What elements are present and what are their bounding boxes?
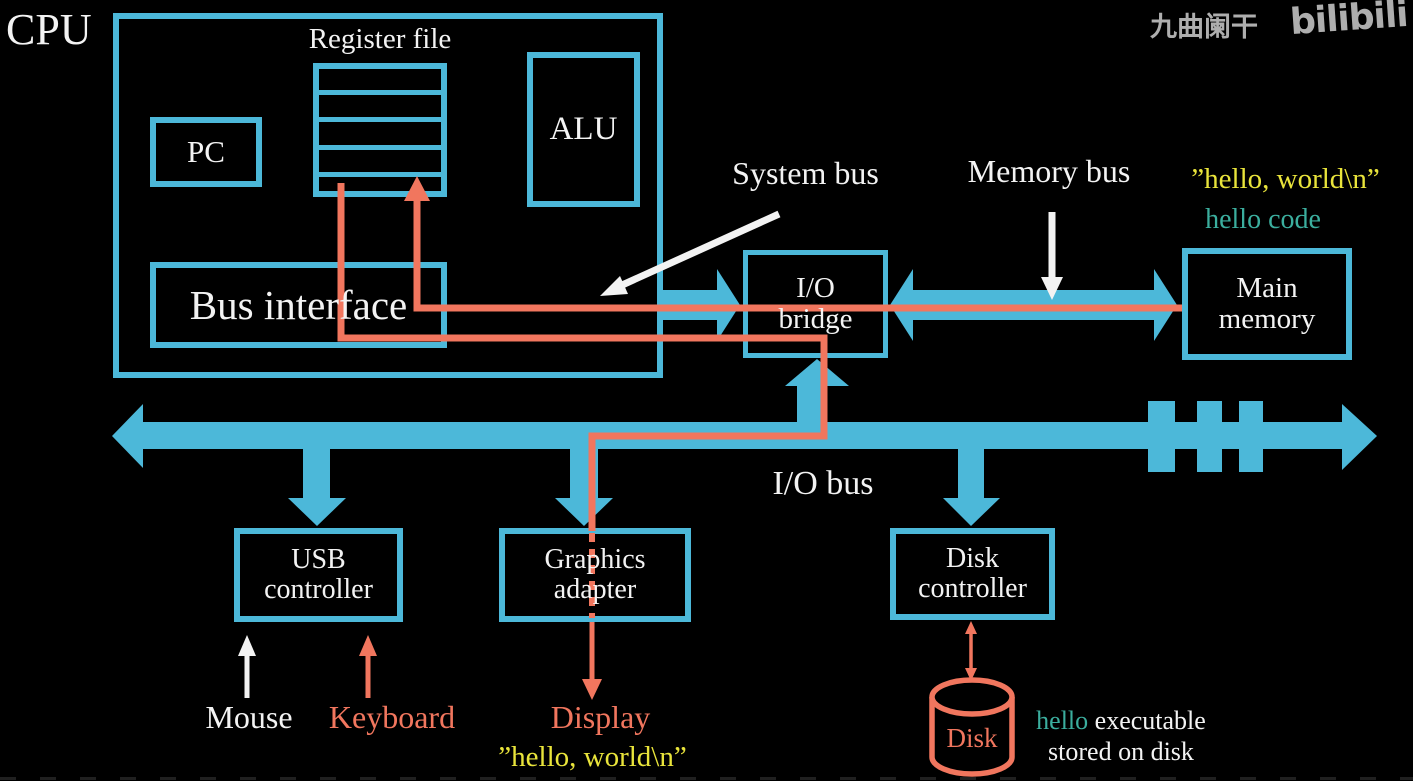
disk-link-head-bottom [965, 668, 977, 681]
register-row-divider [319, 117, 441, 122]
usb-branch-arrow [288, 449, 346, 526]
mouse-label: Mouse [205, 699, 293, 735]
disk-controller-label: Disk controller [890, 528, 1055, 620]
graphics-line2: adapter [553, 574, 637, 605]
memory-bus-pointer-head [1041, 277, 1063, 300]
disk-cylinder-top [929, 677, 1015, 717]
disk-cylinder [929, 697, 1015, 777]
keyboard-arrow-head [359, 635, 377, 656]
data-path-register-head [404, 176, 430, 201]
pc-label: PC [187, 134, 225, 170]
diskctl-line1: Disk [946, 542, 999, 574]
expansion-slot [1239, 401, 1263, 472]
main-memory-line1: Main [1236, 271, 1298, 304]
data-path-memory-to-register [413, 198, 1182, 312]
channel-watermark: 九曲阑干 [1150, 12, 1258, 43]
pc-box [150, 117, 262, 187]
disk-label: Disk [946, 723, 998, 753]
memory-code-annotation: hello code [1205, 204, 1321, 235]
io-bridge-line2: bridge [778, 303, 853, 335]
data-path-register-to-display [337, 183, 828, 531]
register-row-divider [319, 90, 441, 95]
keyboard-label: Keyboard [328, 699, 456, 735]
main-memory-line2: memory [1218, 303, 1316, 335]
usb-controller-label: USB controller [234, 528, 403, 622]
diskctl-line2: controller [918, 573, 1027, 604]
bus-interface-box [150, 262, 447, 348]
main-memory-label: Main memory [1182, 248, 1352, 360]
io-bridge-branch-arrow [785, 359, 849, 449]
usb-line2: controller [264, 574, 373, 605]
graphics-adapter-label: Graphics adapter [499, 528, 691, 622]
memory-bus-label: Memory bus [967, 153, 1131, 189]
graphics-line1: Graphics [544, 543, 646, 575]
display-label: Display [550, 699, 651, 735]
register-row-divider [319, 172, 441, 177]
main-memory-box [1182, 248, 1352, 360]
io-bridge-line1: I/O [796, 271, 835, 304]
display-string-annotation: ”hello, world\n” [498, 741, 687, 773]
disk-note: hello executable stored on disk [1012, 706, 1230, 767]
video-progress-ticks [0, 777, 1413, 780]
graphics-branch-arrow [555, 449, 613, 526]
io-bus-label: I/O bus [772, 465, 874, 502]
alu-box [527, 52, 640, 207]
io-bridge-label: I/O bridge [743, 250, 888, 358]
register-file-label: Register file [308, 23, 452, 55]
expansion-slot [1197, 401, 1222, 472]
disk-branch-arrow [943, 449, 1000, 526]
memory-string-annotation: ”hello, world\n” [1191, 163, 1380, 195]
disk-note-highlight: hello [1036, 706, 1089, 735]
system-bus-pointer-arrow [618, 210, 781, 290]
cpu-label: CPU [6, 5, 92, 54]
disk-link-head-top [965, 621, 977, 634]
alu-label: ALU [549, 110, 618, 147]
disk-note-rest: executable [1088, 706, 1206, 735]
disk-note-line1: hello executable [1036, 706, 1206, 737]
bus-interface-label: Bus interface [189, 281, 408, 328]
system-bus-label: System bus [732, 155, 879, 191]
expansion-slot [1148, 401, 1175, 472]
disk-controller-box [890, 528, 1055, 620]
usb-controller-box [234, 528, 403, 622]
system-bus-pointer-head [600, 276, 628, 296]
usb-line1: USB [291, 543, 346, 575]
disk-note-line2: stored on disk [1048, 736, 1194, 766]
mouse-arrow-head [238, 635, 256, 656]
register-row-divider [319, 145, 441, 150]
display-arrow-head [582, 679, 602, 700]
